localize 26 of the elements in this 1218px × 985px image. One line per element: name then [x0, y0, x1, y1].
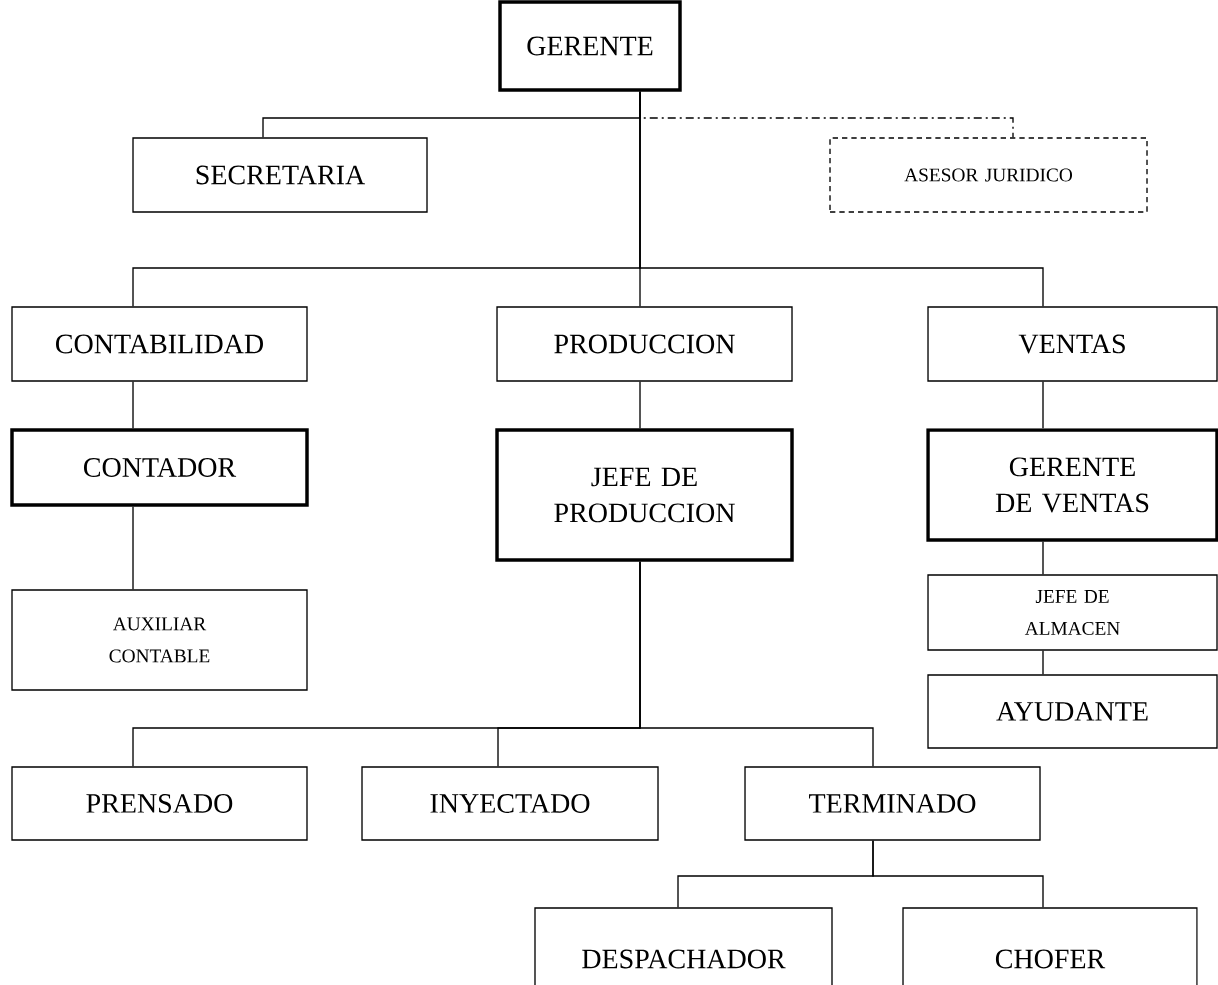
- connector-line: [639, 91, 1044, 307]
- org-box: GERENTE DE VENTAS: [926, 428, 1218, 542]
- org-box: SECRETARIA: [132, 137, 428, 213]
- connector-line: [1042, 381, 1044, 429]
- connector-line: [132, 381, 134, 429]
- org-box: AUXILIAR CONTABLE: [11, 589, 308, 691]
- org-box: PRODUCCION: [496, 306, 793, 382]
- org-box: CONTABILIDAD: [11, 306, 308, 382]
- org-box: CONTADOR: [10, 428, 309, 507]
- connector-line: [1042, 541, 1044, 575]
- org-box: AYUDANTE: [927, 674, 1218, 749]
- connector-line: [132, 506, 134, 590]
- org-box: INYECTADO: [361, 766, 659, 841]
- org-box: PRENSADO: [11, 766, 308, 841]
- org-box: JEFE DE ALMACEN: [927, 574, 1218, 651]
- org-box: ASESOR JURIDICO: [829, 137, 1148, 213]
- org-box: TERMINADO: [744, 766, 1041, 841]
- org-box: CHOFER: [902, 907, 1198, 985]
- org-box: JEFE DE PRODUCCION: [495, 428, 794, 562]
- connector-line: [639, 561, 874, 767]
- org-box: GERENTE: [498, 0, 682, 92]
- connector-line: [639, 381, 641, 429]
- connector-line: [872, 840, 1044, 908]
- org-box: DESPACHADOR: [534, 907, 833, 985]
- connector-line: [1042, 650, 1044, 675]
- org-box: VENTAS: [927, 306, 1218, 382]
